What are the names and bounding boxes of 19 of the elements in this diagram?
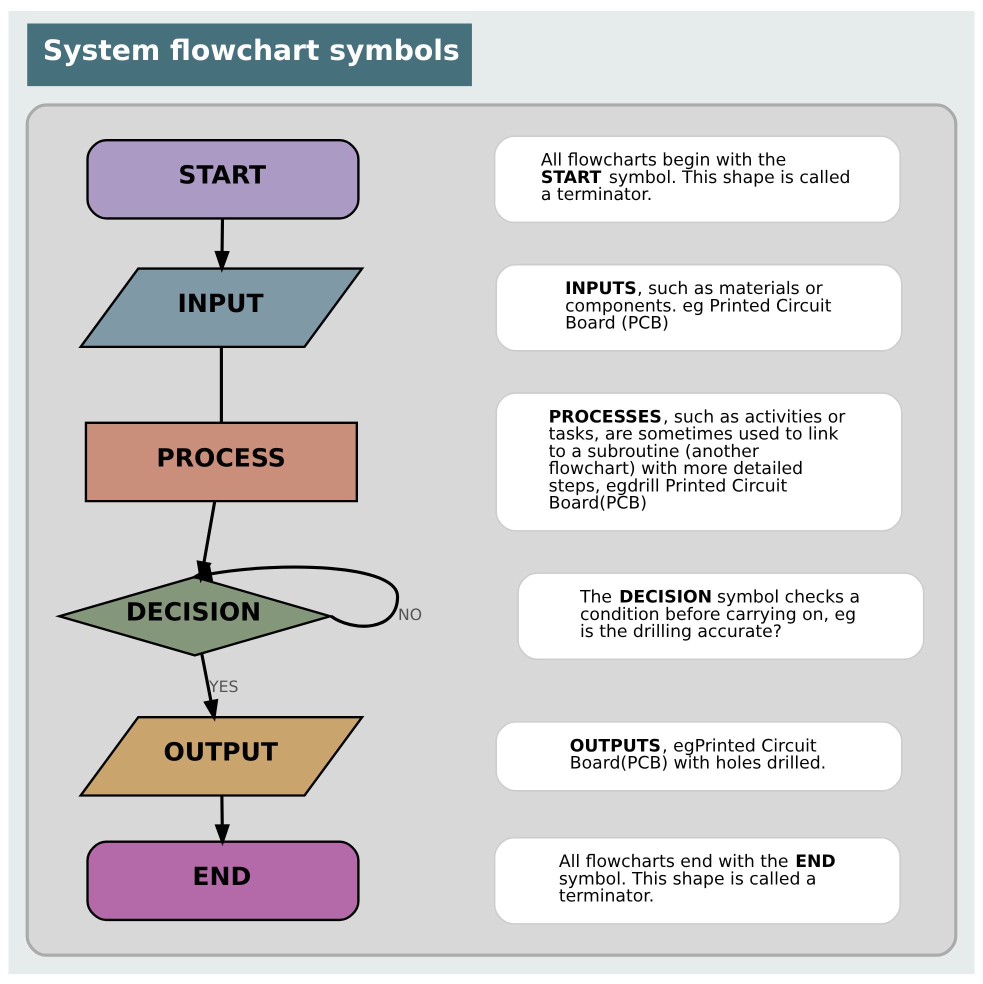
arrow <box>214 218 230 272</box>
arrow <box>190 565 400 628</box>
connector <box>220 346 223 422</box>
edge-label: NO <box>398 604 422 624</box>
node-box: PROCESSES, such as activities or tasks, are sometimes used to link to a subroutine (another flowchart) with more detailed steps, egdrill Printed Circuit Board(PCB) <box>495 392 903 532</box>
node-box: INPUTS, such as materials or components. eg Printed Circuit Board (PCB) <box>495 263 903 352</box>
arrow <box>200 652 218 722</box>
node-box: All flowcharts end with the END symbol. This shape is called a terminator. <box>494 836 901 924</box>
node-box: END <box>86 840 360 921</box>
node-box: START <box>86 138 360 220</box>
node-diamond: DECISION <box>55 575 334 656</box>
diagram-title: System flowchart symbols <box>42 34 460 67</box>
edge-label: YES <box>209 676 238 696</box>
cluster <box>26 102 958 956</box>
node-box: PROCESS <box>84 421 358 502</box>
arrow <box>214 795 230 846</box>
node-box: The DECISION symbol checks a condition before carrying on, eg is the drilling accurate? <box>517 572 924 660</box>
node-box: All flowcharts begin with the START symbol. This shape is called a terminator. <box>494 134 901 223</box>
node-box: OUTPUTS, egPrinted Circuit Board(PCB) with holes drilled. <box>495 720 903 792</box>
